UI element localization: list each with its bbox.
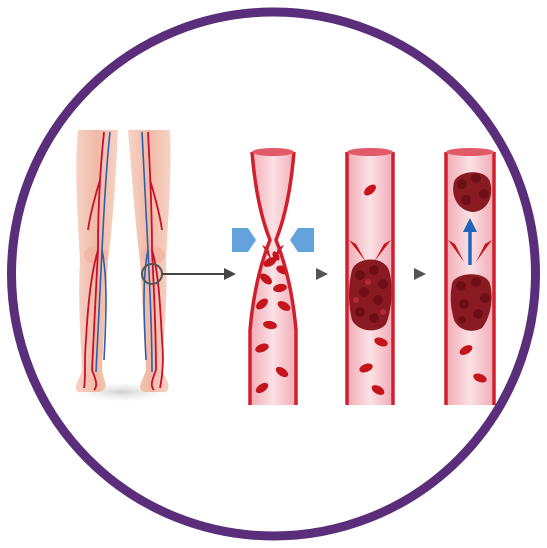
clot-remaining-icon: [451, 274, 492, 331]
clot-icon: [349, 260, 392, 331]
vessel-clot: [347, 148, 393, 405]
vessel-embolus: [446, 148, 494, 405]
